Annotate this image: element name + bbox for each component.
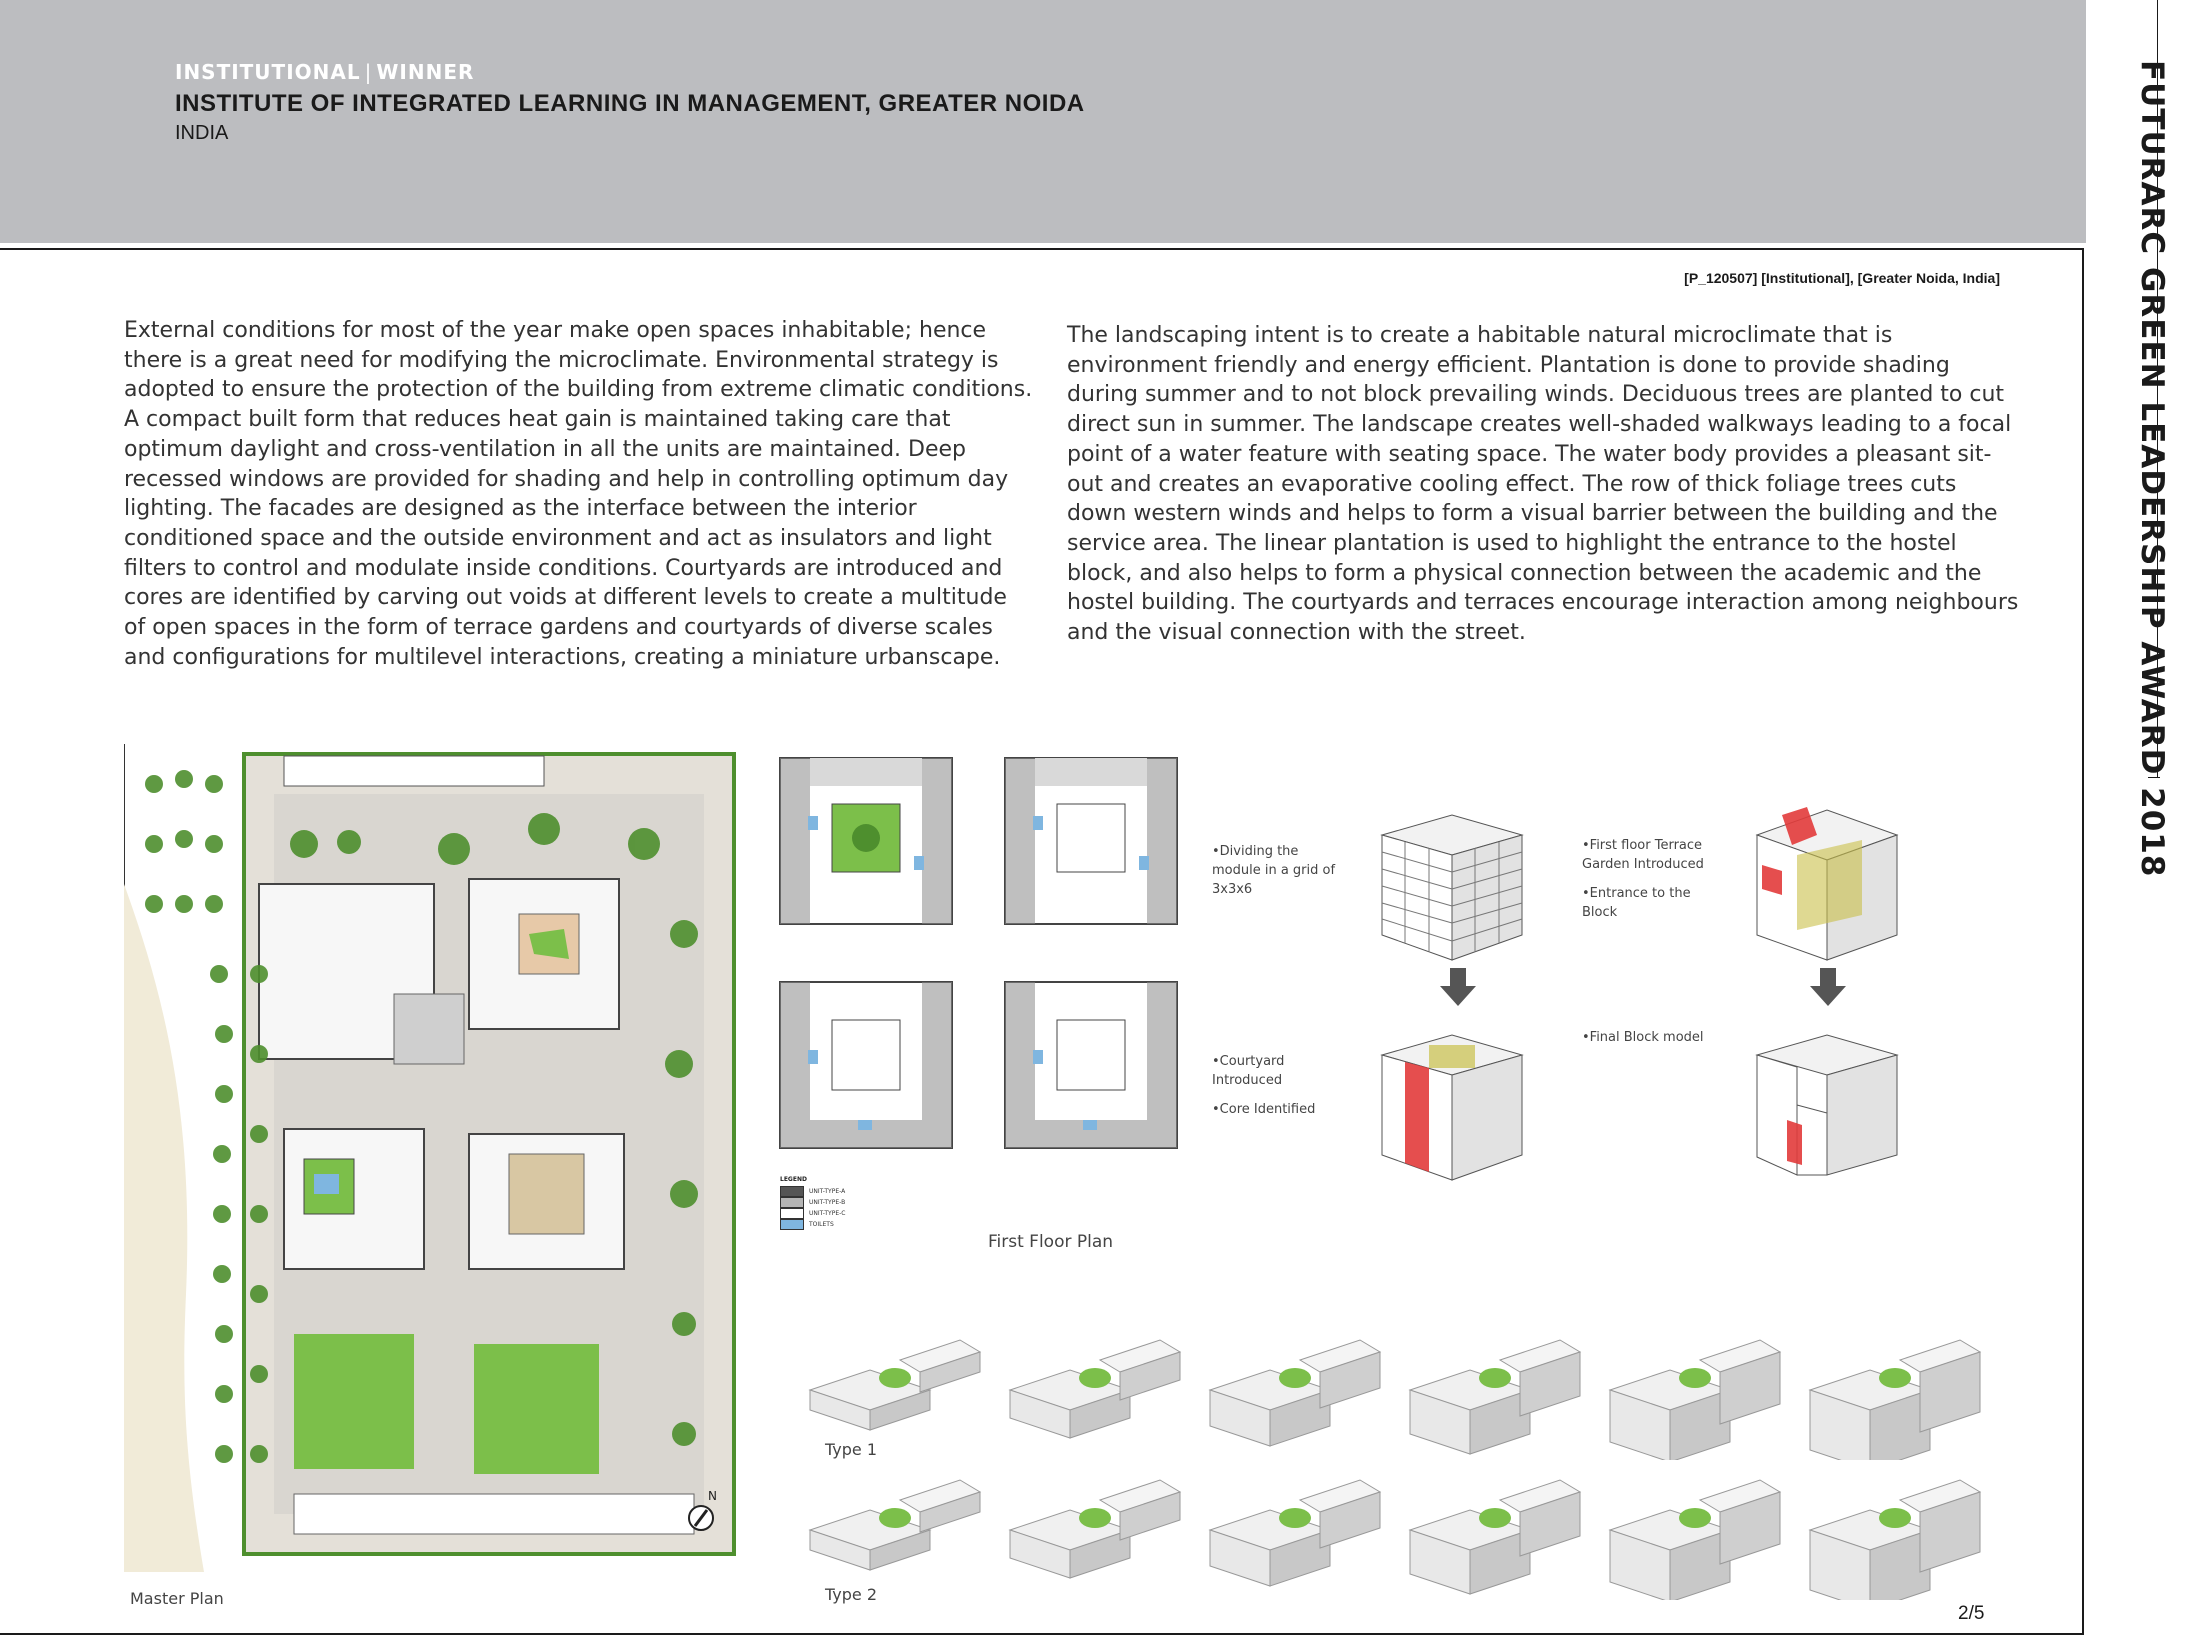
massing-model [1608, 1339, 1782, 1460]
cube-grid-diagram [1380, 814, 1524, 961]
award-label: WINNER [376, 60, 475, 84]
massing-model [1408, 1479, 1582, 1595]
north-label: N [708, 1489, 717, 1503]
massing-model [1008, 1339, 1182, 1439]
massing-model [1008, 1479, 1182, 1579]
type2-massing-row [808, 1479, 1982, 1600]
legend-item: TOILETS [809, 1221, 834, 1228]
note-final: •Final Block model [1582, 1030, 1704, 1045]
green-core [1279, 1508, 1311, 1528]
massing-model [1808, 1339, 1982, 1460]
text-column-right: The landscaping intent is to create a ha… [1067, 323, 2019, 646]
first-floor-plan-caption: First Floor Plan [988, 1232, 1114, 1252]
massing-model [1808, 1479, 1982, 1600]
floor-plan-2 [1004, 757, 1178, 925]
massing-model [1208, 1479, 1382, 1587]
green-core [1879, 1508, 1911, 1528]
cube-terrace-diagram [1755, 807, 1899, 961]
category-label: INSTITUTIONAL [175, 60, 361, 84]
legend-swatch [780, 1208, 804, 1219]
floor-plan-1 [779, 757, 953, 925]
side-rule-tick [2148, 777, 2160, 778]
project-reference: [P_120507] [Institutional], [Greater Noi… [1684, 270, 2000, 286]
green-core [1079, 1508, 1111, 1528]
legend-swatch [780, 1186, 804, 1197]
legend-title: LEGEND [780, 1176, 807, 1183]
page-number: 2/5 [1958, 1603, 1985, 1624]
category-line: INSTITUTIONAL|WINNER [175, 60, 474, 84]
side-award-title: FUTURARC GREEN LEADERSHIP AWARD 2018 [2134, 60, 2170, 878]
floor-plan-4 [1004, 981, 1178, 1149]
arrow-down-icon [1810, 968, 1846, 1006]
massing-model [808, 1479, 982, 1571]
green-core [1879, 1368, 1911, 1388]
legend-item: UNIT-TYPE-B [809, 1199, 846, 1206]
green-core [879, 1368, 911, 1388]
type2-caption: Type 2 [825, 1585, 878, 1604]
green-core [1079, 1368, 1111, 1388]
green-core [879, 1508, 911, 1528]
massing-model [1608, 1479, 1782, 1600]
type1-massing-row [808, 1339, 1982, 1460]
legend-swatch [780, 1197, 804, 1208]
type1-caption: Type 1 [825, 1440, 878, 1459]
green-core [1679, 1368, 1711, 1388]
arrow-down-icon [1440, 968, 1476, 1006]
master-plan-caption: Master Plan [130, 1589, 224, 1608]
header-band: INSTITUTIONAL|WINNER INSTITUTE OF INTEGR… [0, 0, 2086, 243]
green-core [1479, 1368, 1511, 1388]
side-rule [2157, 0, 2158, 778]
project-country: INDIA [175, 122, 229, 144]
legend-swatch [780, 1219, 804, 1230]
massing-model [808, 1339, 982, 1431]
note-core: •Core Identified [1212, 1102, 1316, 1117]
legend-item: UNIT-TYPE-C [809, 1210, 846, 1217]
master-plan-drawing: N [124, 734, 736, 1572]
massing-model [1208, 1339, 1382, 1447]
cube-courtyard-diagram [1380, 1034, 1524, 1181]
project-title: INSTITUTE OF INTEGRATED LEARNING IN MANA… [175, 90, 1085, 117]
green-core [1679, 1508, 1711, 1528]
green-core [1279, 1368, 1311, 1388]
legend-item: UNIT-TYPE-A [809, 1188, 846, 1195]
cube-final-diagram [1755, 1034, 1899, 1176]
floor-plan-3 [779, 981, 953, 1149]
category-separator: | [364, 60, 373, 84]
massing-model [1408, 1339, 1582, 1455]
text-column-left: External conditions for most of the year… [124, 318, 1033, 670]
green-core [1479, 1508, 1511, 1528]
legend: UNIT-TYPE-A UNIT-TYPE-B UNIT-TYPE-C TOIL… [780, 1186, 845, 1230]
